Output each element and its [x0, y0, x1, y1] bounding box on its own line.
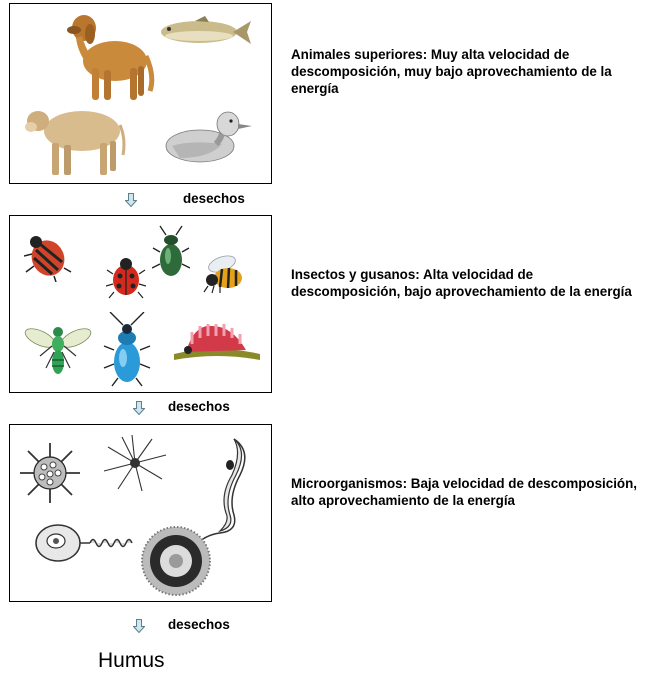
- fish-icon: [155, 13, 253, 51]
- waste-label: desechos: [168, 617, 230, 632]
- striped-beetle-icon: [24, 230, 72, 282]
- animals-panel: [9, 3, 272, 184]
- blue-beetle-icon: [102, 312, 152, 388]
- waste-label: desechos: [183, 191, 245, 206]
- microorganisms-description: Microorganismos: Baja velocidad de desco…: [291, 475, 641, 509]
- down-arrow-icon: [133, 401, 145, 415]
- bee-icon: [198, 252, 250, 294]
- microorganisms-panel: [9, 424, 272, 602]
- duck-icon: [160, 104, 255, 169]
- animals-description: Animales superiores: Muy alta velocidad …: [291, 46, 641, 97]
- wasp-icon: [24, 316, 92, 382]
- caterpillar-icon: [172, 314, 262, 364]
- dog-icon: [60, 6, 155, 111]
- heliozoan-icon: [102, 433, 168, 493]
- down-arrow-icon: [125, 193, 137, 207]
- down-arrow-icon: [133, 619, 145, 633]
- cow-icon: [24, 99, 129, 179]
- waste-label: desechos: [168, 399, 230, 414]
- spore-icon: [140, 525, 212, 597]
- ladybug-icon: [106, 254, 146, 300]
- humus-label: Humus: [98, 649, 165, 673]
- radiolarian-icon: [18, 441, 82, 505]
- green-beetle-icon: [152, 224, 190, 282]
- flagellate-icon: [34, 521, 142, 565]
- insects-panel: [9, 215, 272, 393]
- insects-description: Insectos y gusanos: Alta velocidad de de…: [291, 266, 641, 300]
